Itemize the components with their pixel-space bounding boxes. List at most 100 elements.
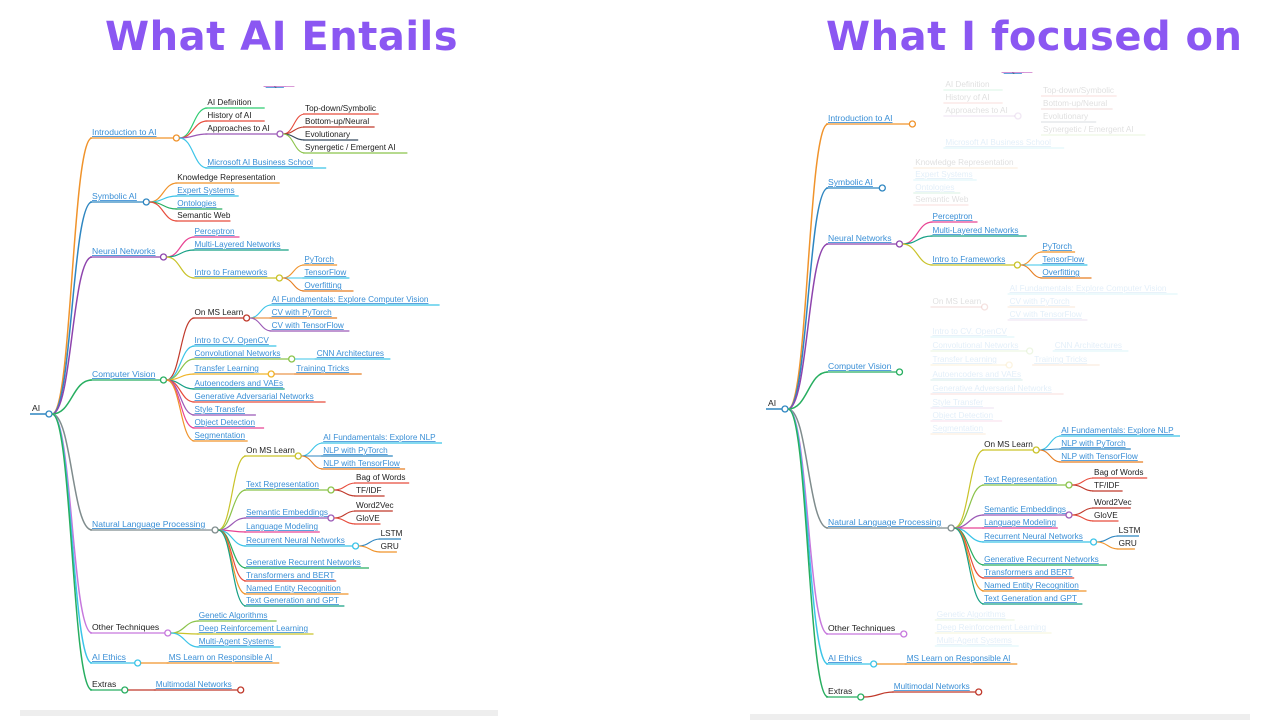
leaf-intro-to-frameworks-tensorflow[interactable]: TensorFlow (1042, 255, 1084, 264)
node-introduction-to-ai-microsoft-ai-business-school[interactable]: Microsoft AI Business School (945, 138, 1051, 147)
node-computer-vision-on-ms-learn-collapse-toggle[interactable] (980, 303, 989, 311)
leaf-on-ms-learn-cv-with-tensorflow[interactable]: CV with TensorFlow (272, 321, 344, 330)
branch-natural-language-processing-collapse-toggle[interactable] (211, 526, 219, 534)
node-extras-multimodal-networks-collapse-toggle[interactable] (237, 686, 245, 694)
node-neural-networks-intro-to-frameworks[interactable]: Intro to Frameworks (933, 255, 1006, 264)
leaf-on-ms-learn-cv-with-pytorch[interactable]: CV with PyTorch (1010, 297, 1071, 306)
branch-symbolic-ai-collapse-toggle[interactable] (878, 184, 886, 192)
leaf-on-ms-learn-nlp-with-pytorch[interactable]: NLP with PyTorch (323, 446, 388, 455)
node-natural-language-processing-semantic-embeddings-collapse-toggle[interactable] (327, 514, 335, 522)
node-natural-language-processing-semantic-embeddings[interactable]: Semantic Embeddings (246, 508, 328, 517)
node-computer-vision-object-detection[interactable]: Object Detection (195, 418, 256, 427)
leaf-intro-to-frameworks-pytorch[interactable]: PyTorch (304, 255, 334, 264)
node-computer-vision-intro-to-cv-opencv[interactable]: Intro to CV. OpenCV (933, 327, 1008, 336)
node-introduction-to-ai-approaches-to-ai-collapse-toggle[interactable] (276, 130, 284, 138)
node-neural-networks-perceptron[interactable]: Perceptron (195, 227, 235, 236)
node-natural-language-processing-named-entity-recognition[interactable]: Named Entity Recognition (984, 581, 1079, 590)
leaf-on-ms-learn-nlp-with-tensorflow[interactable]: NLP with TensorFlow (323, 459, 400, 468)
leaf-convolutional-networks-cnn-architectures[interactable]: CNN Architectures (317, 349, 384, 358)
node-symbolic-ai-ontologies[interactable]: Ontologies (177, 199, 216, 208)
branch-natural-language-processing[interactable]: Natural Language Processing (828, 517, 941, 527)
node-natural-language-processing-text-generation-and-gpt[interactable]: Text Generation and GPT (246, 596, 339, 605)
node-natural-language-processing-text-representation[interactable]: Text Representation (984, 475, 1057, 484)
branch-extras-collapse-toggle[interactable] (857, 693, 865, 701)
leaf-transfer-learning-training-tricks[interactable]: Training Tricks (296, 364, 349, 373)
branch-symbolic-ai-collapse-toggle[interactable] (142, 198, 150, 206)
branch-natural-language-processing[interactable]: Natural Language Processing (92, 519, 205, 529)
node-natural-language-processing-generative-recurrent-networks[interactable]: Generative Recurrent Networks (246, 558, 361, 567)
node-natural-language-processing-language-modeling[interactable]: Language Modeling (984, 518, 1056, 527)
node-neural-networks-perceptron[interactable]: Perceptron (933, 212, 973, 221)
leaf-on-ms-learn-cv-with-tensorflow[interactable]: CV with TensorFlow (1010, 310, 1082, 319)
node-natural-language-processing-recurrent-neural-networks-collapse-toggle[interactable] (1089, 538, 1098, 546)
node-computer-vision-segmentation[interactable]: Segmentation (195, 431, 246, 440)
node-natural-language-processing-recurrent-neural-networks-collapse-toggle[interactable] (351, 542, 360, 550)
node-natural-language-processing-semantic-embeddings[interactable]: Semantic Embeddings (984, 505, 1066, 514)
node-computer-vision-transfer-learning[interactable]: Transfer Learning (933, 355, 998, 364)
node-computer-vision-style-transfer[interactable]: Style Transfer (933, 398, 984, 407)
branch-ai-ethics-collapse-toggle[interactable] (870, 660, 878, 668)
node-symbolic-ai-expert-systems[interactable]: Expert Systems (915, 170, 972, 179)
leaf-on-ms-learn-ai-fundamentals-explore-nlp[interactable]: AI Fundamentals: Explore NLP (1061, 426, 1174, 435)
node-neural-networks-multi-layered-networks[interactable]: Multi-Layered Networks (933, 226, 1019, 235)
leaf-on-ms-learn-nlp-with-pytorch[interactable]: NLP with PyTorch (1061, 439, 1126, 448)
leaf-intro-to-frameworks-tensorflow[interactable]: TensorFlow (304, 268, 346, 277)
branch-computer-vision[interactable]: Computer Vision (92, 369, 156, 379)
branch-ai-ethics-collapse-toggle[interactable] (134, 659, 142, 667)
node-computer-vision-transfer-learning[interactable]: Transfer Learning (195, 364, 260, 373)
node-computer-vision-convolutional-networks-collapse-toggle[interactable] (1026, 347, 1034, 355)
node-other-techniques-multi-agent-systems[interactable]: Multi-Agent Systems (199, 637, 274, 646)
leaf-convolutional-networks-cnn-architectures[interactable]: CNN Architectures (1055, 341, 1122, 350)
node-computer-vision-generative-adversarial-networks[interactable]: Generative Adversarial Networks (195, 392, 314, 401)
branch-neural-networks-collapse-toggle[interactable] (895, 240, 904, 248)
leaf-on-ms-learn-cv-with-pytorch[interactable]: CV with PyTorch (272, 308, 333, 317)
node-computer-vision-segmentation[interactable]: Segmentation (933, 424, 984, 433)
node-natural-language-processing-text-representation-collapse-toggle[interactable] (1065, 481, 1073, 489)
node-computer-vision-autoencoders-and-vaes[interactable]: Autoencoders and VAEs (195, 379, 284, 388)
node-other-techniques-multi-agent-systems[interactable]: Multi-Agent Systems (937, 636, 1012, 645)
leaf-intro-to-frameworks-overfitting[interactable]: Overfitting (1042, 268, 1080, 277)
node-neural-networks-intro-to-frameworks[interactable]: Intro to Frameworks (195, 268, 268, 277)
node-introduction-to-ai-approaches-to-ai-collapse-toggle[interactable] (1014, 112, 1022, 120)
branch-introduction-to-ai[interactable]: Introduction to AI (828, 113, 893, 123)
node-natural-language-processing-text-representation[interactable]: Text Representation (246, 480, 319, 489)
node-computer-vision-intro-to-cv-opencv[interactable]: Intro to CV. OpenCV (195, 336, 270, 345)
branch-introduction-to-ai-collapse-toggle[interactable] (172, 134, 181, 142)
branch-symbolic-ai[interactable]: Symbolic AI (92, 191, 137, 201)
node-natural-language-processing-semantic-embeddings-collapse-toggle[interactable] (1065, 511, 1073, 519)
node-extras-multimodal-networks[interactable]: Multimodal Networks (156, 680, 232, 689)
node-computer-vision-convolutional-networks-collapse-toggle[interactable] (288, 355, 296, 363)
branch-other-techniques-collapse-toggle[interactable] (900, 630, 908, 638)
leaf-on-ms-learn-ai-fundamentals-explore-nlp[interactable]: AI Fundamentals: Explore NLP (323, 433, 436, 442)
node-computer-vision-autoencoders-and-vaes[interactable]: Autoencoders and VAEs (933, 370, 1022, 379)
node-computer-vision-transfer-learning-collapse-toggle[interactable] (267, 370, 275, 378)
branch-neural-networks[interactable]: Neural Networks (828, 233, 892, 243)
node-symbolic-ai-ontologies[interactable]: Ontologies (915, 183, 954, 192)
node-computer-vision-on-ms-learn-collapse-toggle[interactable] (242, 314, 251, 322)
leaf-multimodal-networks-clip[interactable]: CLIP (1004, 72, 1023, 74)
branch-computer-vision-collapse-toggle[interactable] (895, 368, 904, 376)
leaf-on-ms-learn-ai-fundamentals-explore-computer-vision[interactable]: AI Fundamentals: Explore Computer Vision (272, 295, 429, 304)
leaf-intro-to-frameworks-pytorch[interactable]: PyTorch (1042, 242, 1072, 251)
node-natural-language-processing-on-ms-learn-collapse-toggle[interactable] (1032, 446, 1040, 454)
node-introduction-to-ai-microsoft-ai-business-school[interactable]: Microsoft AI Business School (207, 158, 313, 167)
node-computer-vision-style-transfer[interactable]: Style Transfer (195, 405, 246, 414)
leaf-multimodal-networks-clip[interactable]: CLIP (266, 86, 285, 88)
node-ai-ethics-ms-learn-on-responsible-ai[interactable]: MS Learn on Responsible AI (169, 653, 273, 662)
branch-neural-networks[interactable]: Neural Networks (92, 246, 156, 256)
node-other-techniques-deep-reinforcement-learning[interactable]: Deep Reinforcement Learning (199, 624, 309, 633)
node-natural-language-processing-recurrent-neural-networks[interactable]: Recurrent Neural Networks (246, 536, 345, 545)
node-natural-language-processing-language-modeling[interactable]: Language Modeling (246, 522, 318, 531)
branch-introduction-to-ai-collapse-toggle[interactable] (908, 120, 917, 128)
node-natural-language-processing-transformers-and-bert[interactable]: Transformers and BERT (246, 571, 334, 580)
branch-natural-language-processing-collapse-toggle[interactable] (947, 524, 955, 532)
branch-ai-ethics[interactable]: AI Ethics (92, 652, 126, 662)
node-symbolic-ai-expert-systems[interactable]: Expert Systems (177, 186, 234, 195)
node-neural-networks-multi-layered-networks[interactable]: Multi-Layered Networks (195, 240, 281, 249)
node-ai-ethics-ms-learn-on-responsible-ai[interactable]: MS Learn on Responsible AI (907, 654, 1011, 663)
branch-introduction-to-ai[interactable]: Introduction to AI (92, 127, 157, 137)
node-natural-language-processing-generative-recurrent-networks[interactable]: Generative Recurrent Networks (984, 555, 1099, 564)
mindmap-root-toggle[interactable] (45, 410, 53, 418)
branch-other-techniques-collapse-toggle[interactable] (164, 629, 172, 637)
node-neural-networks-intro-to-frameworks-collapse-toggle[interactable] (275, 274, 284, 282)
